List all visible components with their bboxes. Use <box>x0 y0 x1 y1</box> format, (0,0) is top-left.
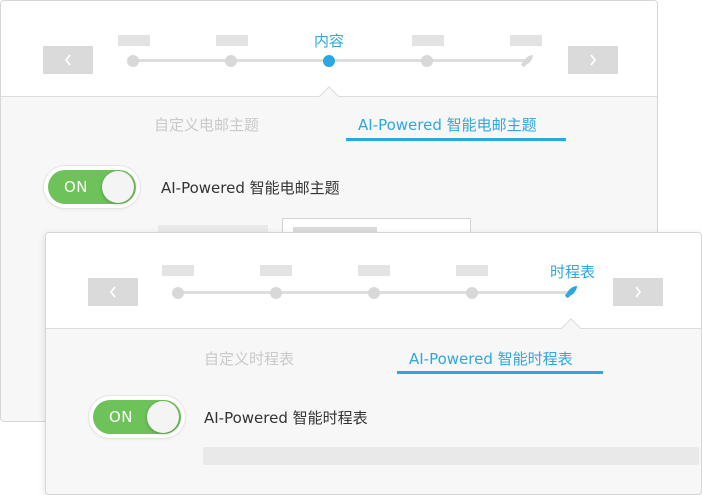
front-tab-custom-schedule[interactable]: 自定义时程表 <box>204 350 295 368</box>
back-step-2-label <box>216 35 248 46</box>
chevron-right-icon <box>590 54 597 66</box>
front-step-4-label <box>456 265 488 276</box>
front-step-2-label <box>260 265 292 276</box>
toggle-knob <box>102 171 134 203</box>
back-tab-ai-subject[interactable]: AI-Powered 智能电邮主题 <box>358 116 537 134</box>
chevron-left-icon <box>64 54 71 66</box>
back-step-pointer <box>319 86 339 106</box>
back-step-1-label <box>118 35 150 46</box>
back-tab-custom-subject[interactable]: 自定义电邮主题 <box>154 116 260 134</box>
back-step-4-label <box>412 35 444 46</box>
back-active-step-label: 内容 <box>314 32 345 50</box>
front-step-3-label <box>358 265 390 276</box>
front-step-4-dot[interactable] <box>466 287 478 299</box>
front-ai-schedule-toggle[interactable]: ON <box>89 396 185 438</box>
rocket-icon[interactable] <box>518 52 536 70</box>
chevron-right-icon <box>635 286 642 298</box>
back-next-button[interactable] <box>568 46 618 74</box>
front-panel: 时程表 自定义时程表 AI-Powered 智能时程表 ON AI-Powere… <box>45 232 702 495</box>
back-step-3-dot[interactable] <box>323 55 335 67</box>
chevron-left-icon <box>109 286 116 298</box>
back-wizard-header: 内容 <box>1 1 657 106</box>
front-setting-label: AI-Powered 智能时程表 <box>204 409 368 427</box>
toggle-knob <box>147 401 179 433</box>
front-next-button[interactable] <box>613 278 663 306</box>
front-step-pointer <box>561 318 581 338</box>
toggle-state-text: ON <box>109 408 134 426</box>
front-wizard-header: 时程表 <box>46 233 701 338</box>
toggle-track: ON <box>48 170 136 204</box>
back-prev-button[interactable] <box>43 46 93 74</box>
front-content-placeholder <box>203 447 699 465</box>
back-step-1-dot[interactable] <box>127 55 139 67</box>
back-step-5-label <box>510 35 542 46</box>
back-setting-label: AI-Powered 智能电邮主题 <box>161 179 340 197</box>
front-prev-button[interactable] <box>88 278 138 306</box>
front-tab-underline <box>397 371 603 374</box>
front-step-3-dot[interactable] <box>368 287 380 299</box>
back-tab-underline <box>346 138 566 141</box>
front-active-step-label: 时程表 <box>550 263 596 281</box>
back-step-4-dot[interactable] <box>421 55 433 67</box>
front-step-2-dot[interactable] <box>270 287 282 299</box>
front-step-1-label <box>162 265 194 276</box>
back-ai-subject-toggle[interactable]: ON <box>44 166 140 208</box>
back-step-2-dot[interactable] <box>225 55 237 67</box>
rocket-icon[interactable] <box>562 283 580 301</box>
toggle-state-text: ON <box>64 178 89 196</box>
front-step-1-dot[interactable] <box>172 287 184 299</box>
front-tab-ai-schedule[interactable]: AI-Powered 智能时程表 <box>409 350 573 368</box>
toggle-track: ON <box>93 400 181 434</box>
